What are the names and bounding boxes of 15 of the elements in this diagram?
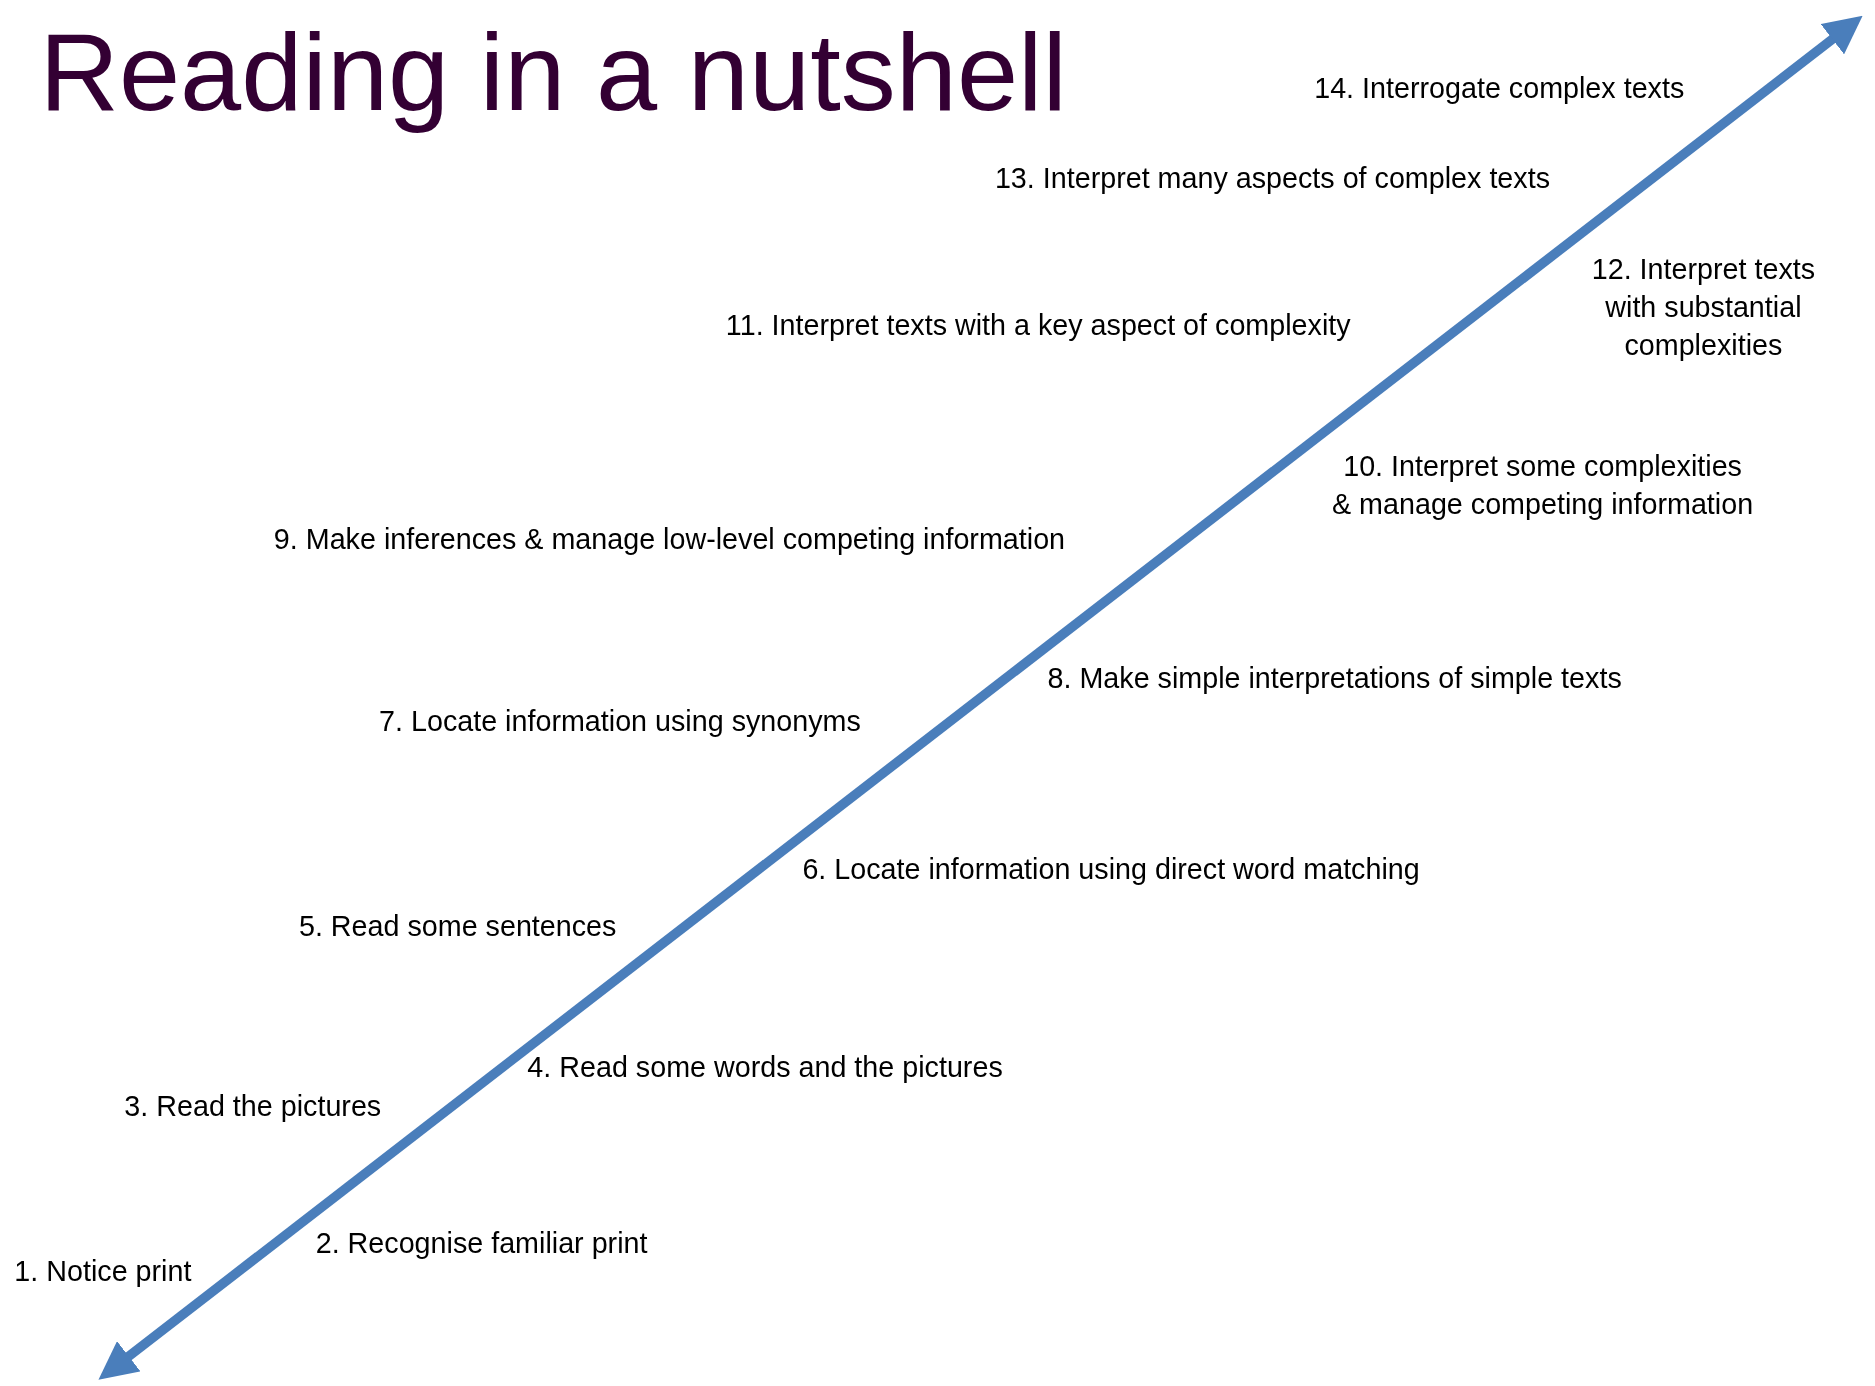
stage-label: 4. Read some words and the pictures xyxy=(527,1050,1003,1086)
stage-label: 9. Make inferences & manage low-level competing information xyxy=(273,521,1066,557)
stage-label: 12. Interpret texts with substantial complexities xyxy=(1590,251,1817,364)
stage-label: 5. Read some sentences xyxy=(298,909,617,945)
stage-label: 7. Locate information using synonyms xyxy=(379,703,861,739)
stage-label: 1. Notice print xyxy=(14,1253,192,1289)
stage-label: 8. Make simple interpretations of simple texts xyxy=(1047,660,1622,696)
stage-label: 6. Locate information using direct word matching xyxy=(802,851,1420,887)
stage-label: 14. Interrogate complex texts xyxy=(1314,70,1685,107)
stage-label: 10. Interpret some complexities & manage competing information xyxy=(1331,448,1755,523)
stage-label: 13. Interpret many aspects of complex texts xyxy=(994,160,1550,196)
stage-label: 11. Interpret texts with a key aspect of complexity xyxy=(725,307,1351,343)
stage-label: 3. Read the pictures xyxy=(124,1088,382,1124)
title: Reading in a nutshell xyxy=(39,9,1067,134)
stage-label: 2. Recognise familiar print xyxy=(315,1225,648,1262)
